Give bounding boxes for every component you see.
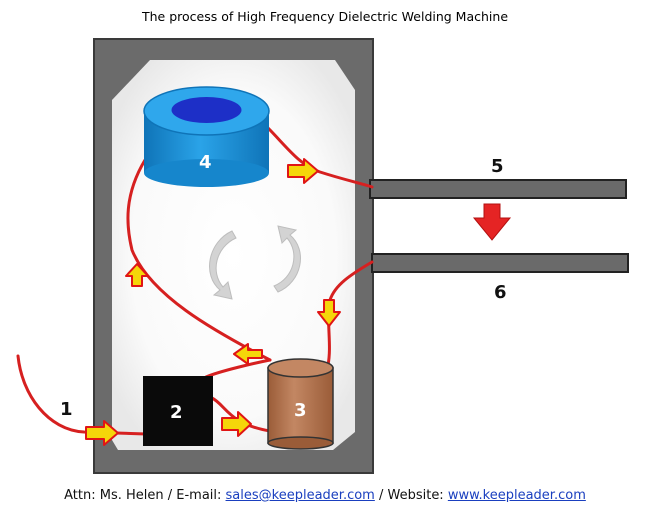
wire-4-to-5	[266, 126, 374, 189]
component-4	[143, 86, 270, 187]
email-link[interactable]: sales@keepleader.com	[225, 488, 375, 503]
label-2: 2	[170, 402, 183, 423]
arrow-left-icon	[233, 343, 263, 365]
footer-separator: / Website:	[374, 488, 448, 503]
wire-input	[16, 354, 148, 436]
diagram-title: The process of High Frequency Dielectric…	[141, 9, 509, 24]
arrow-down-icon	[317, 299, 341, 327]
rotation-arrows-icon	[209, 225, 301, 300]
label-4: 4	[199, 152, 212, 173]
arrow-right-icon	[221, 411, 252, 437]
label-3: 3	[294, 400, 307, 421]
website-link[interactable]: www.keepleader.com	[447, 488, 586, 503]
arrow-right-icon	[85, 420, 119, 446]
lower-electrode	[371, 253, 629, 273]
flow-arrows	[85, 158, 341, 446]
wire-return	[126, 158, 272, 362]
upper-electrode	[369, 179, 627, 199]
wire-2-to-3	[210, 396, 272, 433]
label-1: 1	[60, 399, 73, 420]
arrow-up-icon	[125, 263, 149, 287]
pressure-arrow-down-icon	[472, 203, 512, 241]
footer-attn: Attn: Ms. Helen / E-mail:	[64, 488, 226, 503]
contact-footer: Attn: Ms. Helen / E-mail: sales@keeplead…	[0, 488, 650, 503]
label-6: 6	[494, 282, 507, 303]
label-5: 5	[491, 156, 504, 177]
component-2	[143, 376, 213, 446]
component-3	[267, 358, 334, 450]
arrow-right-icon	[287, 158, 319, 184]
wire-2-to-3-top	[204, 358, 272, 379]
